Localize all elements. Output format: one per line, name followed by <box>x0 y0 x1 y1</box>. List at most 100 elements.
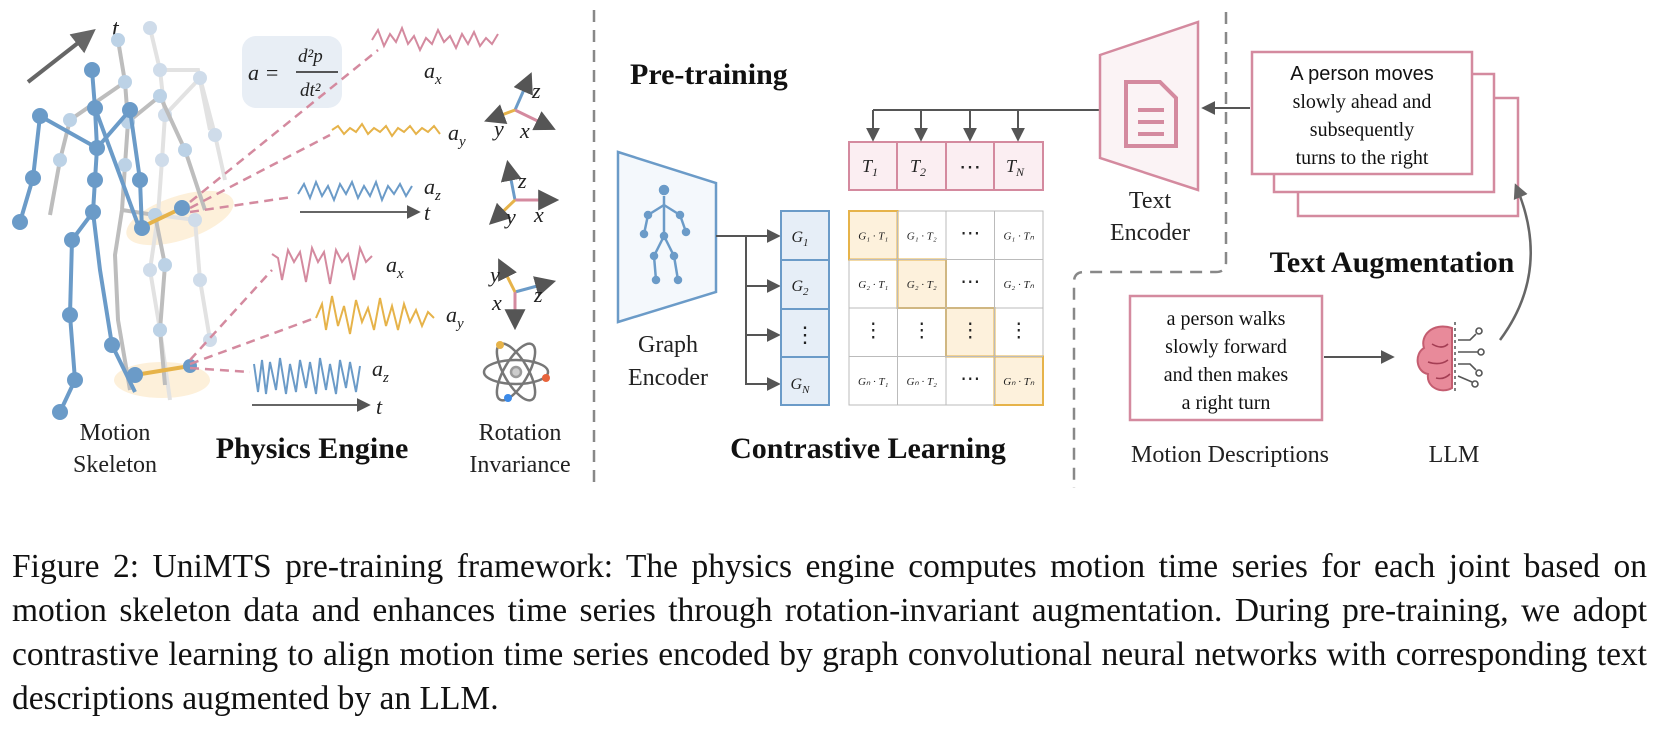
time-axis-label: t <box>112 16 120 42</box>
rotation-invariance-label-2: Invariance <box>469 452 570 478</box>
joint-signal-connectors <box>189 49 379 374</box>
upper-signal-az <box>297 179 413 203</box>
lower-signal-az <box>253 357 361 395</box>
document-icon <box>1124 80 1178 148</box>
motion-text-line-4: a right turn <box>1182 392 1271 414</box>
graph-encoder-skeleton-icon <box>639 184 691 285</box>
matrix-cell: G₂ · T₁ <box>858 279 888 291</box>
pretraining-title: Pre-training <box>630 58 788 91</box>
llm-brain-icon <box>1416 322 1485 394</box>
augmented-text-line-4: turns to the right <box>1296 147 1429 169</box>
matrix-cell: ⋮ <box>1009 319 1029 341</box>
graph-token-1: G1 <box>791 229 808 249</box>
matrix-cell: Gₙ · Tₙ <box>1003 376 1035 388</box>
text-token-1: T1 <box>862 156 878 179</box>
formula-lhs: a = <box>248 60 279 85</box>
matrix-cell: G₁ · T₂ <box>907 230 937 242</box>
lower-signal-ay <box>315 295 435 335</box>
pretraining-panel: Pre-training Graph Encoder <box>616 20 1200 465</box>
llm-to-augmented-arrow <box>1498 183 1532 341</box>
lower-ax-label: ax <box>386 252 404 282</box>
upper-ax-label: ax <box>424 58 442 88</box>
matrix-cell: ⋯ <box>960 271 980 293</box>
upper-signal-ax <box>371 25 499 53</box>
llm-label: LLM <box>1429 442 1480 468</box>
contrastive-learning-title: Contrastive Learning <box>730 432 1006 465</box>
lower-signal-ax <box>271 244 373 285</box>
matrix-cell: ⋮ <box>863 319 883 341</box>
svg-text:x: x <box>519 118 530 143</box>
text-token-ellipsis: ⋯ <box>959 154 981 179</box>
graph-to-embeddings-arrows <box>716 229 781 391</box>
graph-encoder-label-1: Graph <box>638 332 698 358</box>
svg-text:y: y <box>504 204 516 229</box>
augmented-text-line-3: subsequently <box>1310 119 1414 141</box>
text-embedding-row: T1 T2 ⋯ TN <box>848 141 1044 191</box>
augmented-text-line-1: A person moves <box>1290 63 1433 85</box>
matrix-cell: ⋮ <box>912 319 932 341</box>
svg-text:z: z <box>517 168 527 193</box>
lower-time-label: t <box>376 394 383 419</box>
rotation-invariance-panel: z x y z x y z x y <box>469 72 571 478</box>
graph-encoder-label-2: Encoder <box>628 365 708 391</box>
similarity-matrix: G₁ · T₁ G₁ · T₂ ⋯ G₁ · Tₙ G₂ · T₁ G₂ · T₂ ⋯ G₂ … <box>848 210 1044 406</box>
figure-caption: Figure 2: UniMTS pre-training framework:… <box>12 548 1647 717</box>
formula-box <box>242 36 342 108</box>
matrix-cell: G₁ · T₁ <box>858 230 888 242</box>
svg-text:x: x <box>491 290 502 315</box>
upper-signal-ay <box>331 122 441 138</box>
physics-engine-title: Physics Engine <box>216 432 409 465</box>
text-augmentation-panel: A person moves slowly ahead and subseque… <box>1128 50 1532 468</box>
text-encoder-block <box>1098 20 1200 192</box>
matrix-cell: Gₙ · T₁ <box>858 376 889 388</box>
rotation-frame-2: z x y <box>488 159 560 229</box>
formula-denominator: dt² <box>300 80 321 101</box>
text-to-embeddings-arrows <box>866 109 1100 142</box>
lower-ay-label: ay <box>446 302 464 332</box>
atom-icon <box>482 341 550 402</box>
time-direction-arrow <box>26 29 96 84</box>
matrix-cell: G₂ · T₂ <box>907 279 937 291</box>
svg-text:y: y <box>492 116 504 141</box>
faded-skeleton <box>147 27 227 401</box>
matrix-cell: ⋯ <box>960 368 980 390</box>
augmentation-separator <box>1072 12 1228 488</box>
motion-skeleton-joints <box>12 62 197 420</box>
motion-text-line-2: slowly forward <box>1165 336 1287 358</box>
svg-text:y: y <box>488 262 500 287</box>
upper-time-label: t <box>424 200 431 225</box>
svg-text:x: x <box>533 202 544 227</box>
matrix-cell: G₁ · Tₙ <box>1003 230 1034 242</box>
matrix-cell: ⋮ <box>960 319 980 341</box>
graph-token-2: G2 <box>791 278 809 298</box>
svg-text:z: z <box>531 78 541 103</box>
lower-joint-segment <box>134 364 191 377</box>
text-encoder-label-1: Text <box>1129 188 1172 214</box>
rotation-frame-3: z x y <box>488 258 557 331</box>
motion-skeleton-label-2: Skeleton <box>73 452 157 478</box>
text-token-2: T2 <box>910 156 926 179</box>
upper-az-label: az <box>424 174 441 204</box>
physics-engine-panel: t <box>12 16 499 478</box>
text-encoder-label-2: Encoder <box>1110 220 1190 246</box>
graph-token-ellipsis: ⋮ <box>794 322 816 347</box>
matrix-cell: ⋯ <box>960 222 980 244</box>
text-token-n: TN <box>1006 156 1025 179</box>
graph-token-n: GN <box>791 376 811 396</box>
augmented-text-line-2: slowly ahead and <box>1293 91 1432 113</box>
text-augmentation-title: Text Augmentation <box>1270 246 1515 279</box>
matrix-cell: Gₙ · T₂ <box>906 376 937 388</box>
upper-ay-label: ay <box>448 120 466 150</box>
formula-numerator: d²p <box>298 46 323 67</box>
svg-text:z: z <box>533 282 543 307</box>
motion-description-card <box>1128 294 1324 422</box>
framework-diagram: t <box>12 10 1532 488</box>
matrix-cell: G₂ · Tₙ <box>1003 279 1034 291</box>
lower-az-label: az <box>372 356 389 386</box>
motion-text-line-3: and then makes <box>1164 364 1289 386</box>
rotation-invariance-label-1: Rotation <box>479 420 562 446</box>
motion-text-line-1: a person walks <box>1167 308 1286 330</box>
rotation-frame-1: z x y <box>484 72 556 143</box>
motion-skeleton-label-1: Motion <box>80 420 151 446</box>
graph-embedding-column: G1 G2 ⋮ GN <box>780 210 830 406</box>
